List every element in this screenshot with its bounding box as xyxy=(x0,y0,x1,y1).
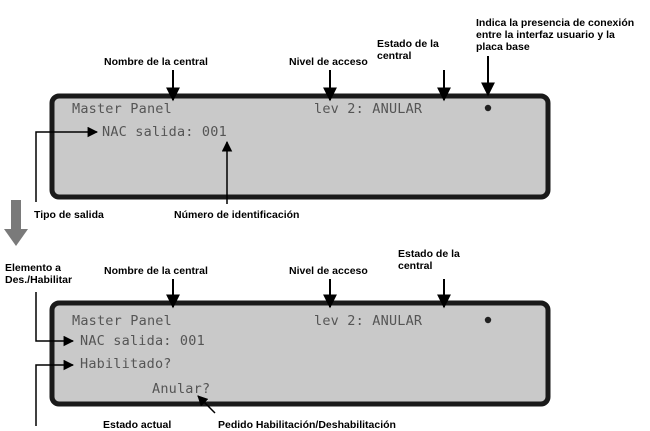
top-lcd-panel xyxy=(49,93,551,200)
label-bot-estado-2: central xyxy=(398,260,433,272)
top-lcd-name: Master Panel xyxy=(72,101,172,117)
bottom-lcd-output: NAC salida: 001 xyxy=(80,333,205,349)
bottom-lcd-status: Habilitado? xyxy=(80,356,172,372)
top-lcd-level: lev 2: ANULAR xyxy=(314,101,423,117)
label-bot-nivel: Nivel de acceso xyxy=(289,265,368,277)
label-conexion-2: entre la interfaz usuario y la xyxy=(476,29,615,41)
bottom-lcd-panel xyxy=(49,300,551,407)
bottom-lcd-request: Anular? xyxy=(152,381,211,397)
arrow-estado-actual xyxy=(35,359,75,426)
label-elemento-2: Des./Habilitar xyxy=(5,274,73,286)
top-lcd-output: NAC salida: 001 xyxy=(102,124,227,140)
flow-down-arrow-icon xyxy=(4,200,28,246)
label-estado-actual: Estado actual xyxy=(103,419,172,431)
label-bot-estado-1: Estado de la xyxy=(398,248,460,260)
label-numero-id: Número de identificación xyxy=(174,209,300,221)
label-bot-nombre: Nombre de la central xyxy=(104,265,208,277)
bottom-lcd-level: lev 2: ANULAR xyxy=(314,313,423,329)
label-pedido: Pedido Habilitación/Deshabilitación xyxy=(218,419,396,431)
label-top-nivel: Nivel de acceso xyxy=(289,56,368,68)
arrow-elemento xyxy=(35,292,75,347)
label-top-estado-1: Estado de la xyxy=(377,38,439,50)
label-conexion-3: placa base xyxy=(476,41,530,53)
label-top-nombre: Nombre de la central xyxy=(104,56,208,68)
label-elemento-1: Elemento a xyxy=(5,262,62,274)
bottom-lcd-name: Master Panel xyxy=(72,313,172,329)
top-connection-dot-icon xyxy=(484,104,492,112)
label-top-estado-2: central xyxy=(377,50,412,62)
arrow-tipo-salida xyxy=(35,126,99,202)
bottom-connection-dot-icon xyxy=(484,316,492,324)
label-tipo-salida: Tipo de salida xyxy=(34,209,104,221)
label-conexion-1: Indica la presencia de conexión xyxy=(476,17,635,29)
arrow-pedido xyxy=(197,395,216,414)
